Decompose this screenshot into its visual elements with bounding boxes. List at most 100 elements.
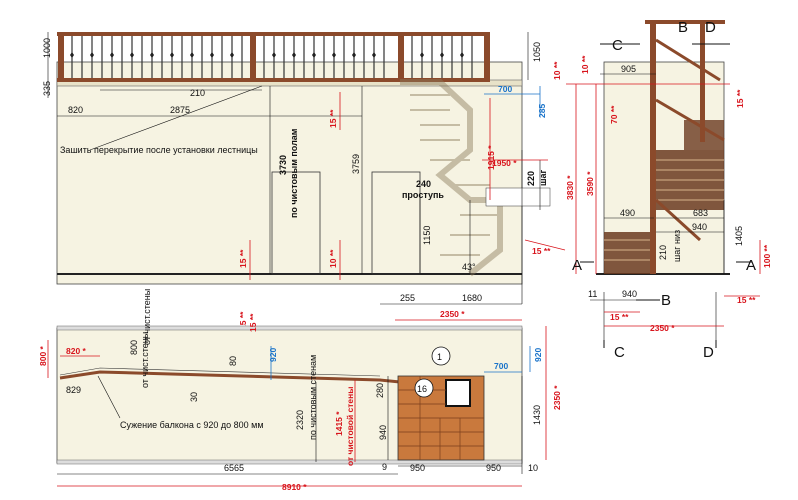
dim-6565: 6565 (224, 463, 244, 473)
axis-a-right: A (746, 257, 756, 274)
dim-2875: 2875 (170, 105, 190, 115)
dim-2320: 2320 (295, 410, 305, 430)
dim-3759: 3759 (351, 154, 361, 174)
axis-b-bottom: B (661, 292, 671, 309)
dim-80: 80 (228, 356, 238, 366)
step-last-label: 16 (417, 384, 427, 394)
dim-1415-note: от чистовой стены (345, 386, 355, 466)
elevation-view: 1000 335 210 820 2875 1050 10 ** 700 285… (42, 32, 566, 330)
dim-3730-note: по чистовым полам (289, 128, 299, 218)
dim-1950: 1950 * (492, 158, 517, 168)
dim-9: 9 (382, 462, 387, 472)
elevation-blue-dims (484, 86, 541, 116)
dim-905: 905 (621, 64, 636, 74)
dim-2350-elev: 2350 * (440, 309, 465, 319)
dim-210-note: шаг низ (672, 230, 682, 262)
door-1 (271, 171, 321, 275)
dim-1415: 1415 * (334, 411, 344, 436)
dim-800-note-2: от чист.стены (140, 332, 150, 388)
dim-3590: 3590 * (585, 171, 595, 196)
dim-70: 70 ** (609, 105, 619, 124)
dim-3830: 3830 * (565, 175, 575, 200)
dim-1050: 1050 (532, 42, 542, 62)
step-first-label: 1 (437, 352, 442, 362)
elevation-note: Зашить перекрытие после установки лестни… (60, 145, 258, 155)
dim-2350-plan: 2350 * (552, 385, 562, 410)
dim-280: 280 (375, 383, 385, 398)
section-stair (604, 20, 725, 274)
dim-490: 490 (620, 208, 635, 218)
dim-940-plan: 940 (378, 425, 388, 440)
dim-335: 335 (42, 81, 52, 96)
elevation-dim-lines (47, 32, 541, 305)
balcony-railing (57, 32, 490, 82)
dim-15b: 15 ** (532, 246, 551, 256)
dim-210: 210 (190, 88, 205, 98)
dim-1150: 1150 (422, 226, 432, 245)
axis-b-top: B (678, 19, 688, 36)
axis-a-left: A (572, 257, 582, 274)
section-dim-lines (590, 73, 725, 340)
dim-30: 30 (189, 392, 199, 402)
axis-c-bottom: C (614, 344, 625, 361)
dim-700-plan: 700 (494, 361, 508, 371)
dim-940a: 940 (692, 222, 707, 232)
dim-920b: 920 (533, 348, 543, 362)
dim-1430: 1430 (532, 405, 542, 425)
dim-15d: 15 ** (238, 311, 248, 330)
dim-15a: 15 ** (328, 109, 338, 128)
dim-240: 240 (416, 179, 431, 189)
dim-820: 820 (68, 105, 83, 115)
dim-angle: 43° (462, 262, 476, 272)
elevation-red-dims (249, 92, 566, 321)
balcony-rail-plan (59, 370, 401, 384)
dim-800-red: 800 * (38, 345, 48, 366)
dim-285: 285 (537, 104, 547, 118)
dim-10-plan: 10 (528, 463, 538, 473)
dim-1680: 1680 (462, 293, 482, 303)
dim-920: 920 (268, 348, 278, 362)
dim-15b-sec: 15 ** (737, 295, 756, 305)
section-red-dims (566, 83, 761, 327)
dim-683: 683 (693, 208, 708, 218)
dim-100: 100 ** (762, 244, 772, 268)
plan-dim-lines (57, 375, 523, 475)
dim-15-sec: 15 ** (735, 89, 745, 108)
dim-3730: 3730 (278, 155, 288, 175)
dim-10a: 10 ** (552, 61, 562, 80)
dim-255: 255 (400, 293, 415, 303)
section-view: C B D A A B C D 905 10 ** 15 ** 70 ** 38… (565, 19, 772, 361)
dim-15c: 15 ** (238, 249, 248, 268)
dim-950a: 950 (410, 463, 425, 473)
dim-940b: 940 (622, 289, 637, 299)
dim-15a-sec: 15 ** (610, 312, 629, 322)
dim-1000: 1000 (42, 38, 52, 58)
axis-d-top: D (705, 19, 716, 36)
plan-view: 1 16 800 * 820 * 800 от чист.стены от чи… (38, 289, 562, 492)
axis-markers (580, 43, 752, 348)
dim-2320-note: по чистовым стенам (308, 355, 318, 440)
dim-10-sec: 10 ** (580, 55, 590, 74)
dim-1915: 1915 * (486, 145, 496, 170)
axis-c-top: C (612, 37, 623, 54)
elevation-wall (56, 61, 523, 285)
dim-829: 829 (66, 385, 81, 395)
plan-red-dims (47, 326, 547, 487)
dim-950b: 950 (486, 463, 501, 473)
dim-220-note: шаг (538, 169, 548, 186)
dim-8910: 8910 * (282, 482, 307, 492)
step-box (485, 187, 551, 207)
dim-220: 220 (526, 171, 536, 186)
dim-210-sec: 210 (658, 245, 668, 260)
dim-800-note: от чист.стены (142, 289, 152, 345)
dim-1405: 1405 (734, 226, 744, 246)
dim-15-plan: 15 ** (248, 313, 258, 332)
plan-note: Сужение балкона с 920 до 800 мм (120, 420, 264, 430)
dim-11: 11 (588, 289, 597, 299)
dim-800: 800 (129, 340, 139, 355)
dim-700: 700 (498, 84, 512, 94)
plan-blue-dims (270, 346, 531, 380)
dim-2350-sec: 2350 * (650, 323, 675, 333)
